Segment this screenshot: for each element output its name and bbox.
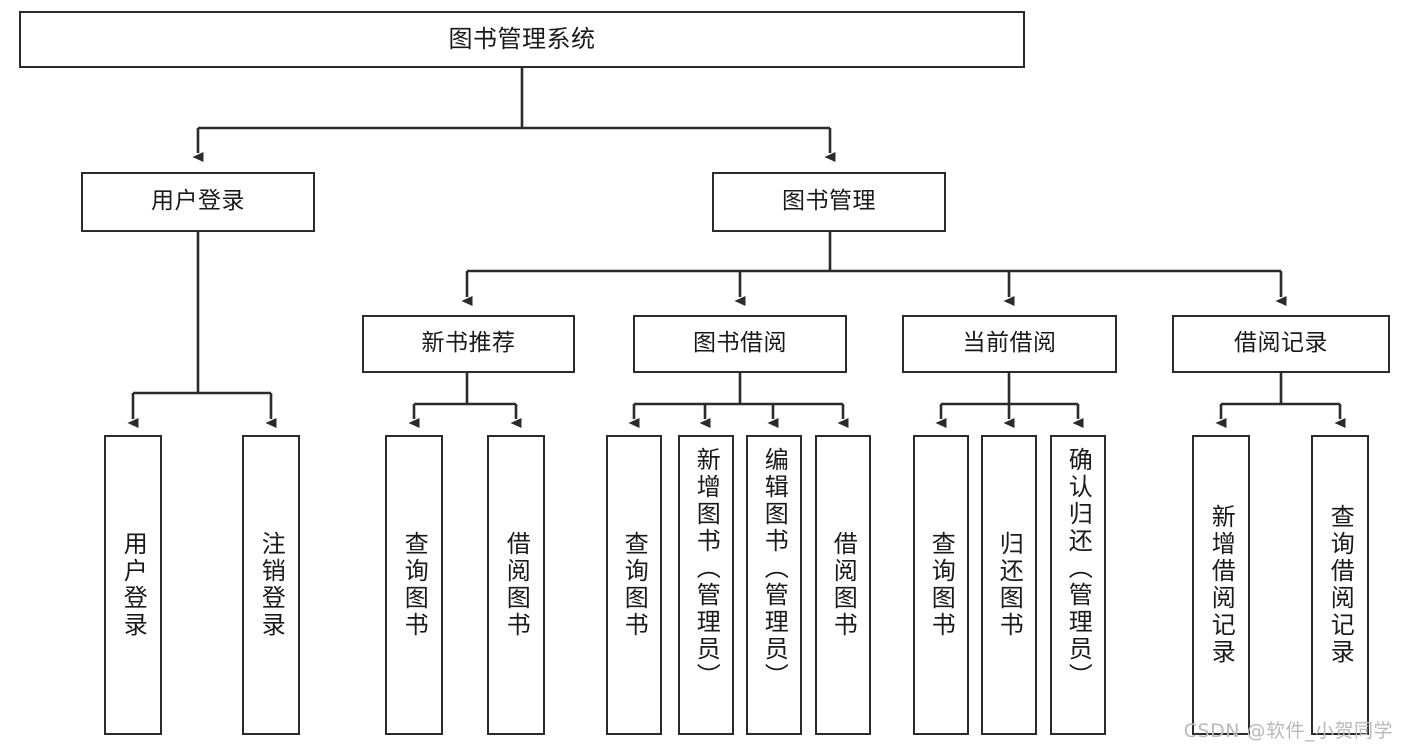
leaf-book-borrow-borrow-book[interactable]: 借阅图书 — [815, 435, 871, 735]
leaf-current-borrow-return-book[interactable]: 归还图书 — [981, 435, 1037, 735]
node-label: 查询借阅记录 — [1326, 504, 1355, 666]
node-label: 图书借阅 — [693, 330, 787, 357]
node-label: 归还图书 — [995, 531, 1024, 639]
node-label: 新增借阅记录 — [1207, 504, 1236, 666]
node-new-book-recommend[interactable]: 新书推荐 — [362, 315, 575, 373]
node-label: 查询图书 — [620, 531, 649, 639]
node-label: 新书推荐 — [421, 330, 516, 357]
node-label: 查询图书 — [927, 531, 956, 639]
leaf-current-borrow-confirm-return-admin[interactable]: 确认归还（管理员） — [1050, 435, 1106, 735]
node-borrow-record[interactable]: 借阅记录 — [1172, 315, 1390, 373]
node-label: 确认归还（管理员） — [1064, 447, 1093, 690]
node-user-login[interactable]: 用户登录 — [81, 172, 315, 232]
node-label: 图书管理 — [782, 188, 876, 215]
leaf-new-book-query-book[interactable]: 查询图书 — [385, 435, 443, 735]
watermark-text: CSDN @软件_小贺同学 — [1183, 720, 1393, 742]
node-book-borrow[interactable]: 图书借阅 — [633, 315, 847, 373]
leaf-new-book-borrow-book[interactable]: 借阅图书 — [487, 435, 545, 735]
leaf-borrow-record-add-record[interactable]: 新增借阅记录 — [1192, 435, 1250, 735]
node-label: 查询图书 — [400, 531, 429, 639]
node-label: 借阅图书 — [502, 531, 531, 639]
node-label: 图书管理系统 — [448, 25, 596, 54]
node-root-book-management-system[interactable]: 图书管理系统 — [19, 11, 1025, 68]
leaf-current-borrow-query-book[interactable]: 查询图书 — [913, 435, 969, 735]
leaf-book-borrow-query-book[interactable]: 查询图书 — [606, 435, 662, 735]
leaf-user-login-logout[interactable]: 注销登录 — [242, 435, 300, 735]
leaf-user-login-login[interactable]: 用户登录 — [104, 435, 162, 735]
node-label: 借阅图书 — [829, 531, 858, 639]
node-label: 借阅记录 — [1234, 330, 1328, 357]
node-label: 注销登录 — [257, 531, 286, 639]
leaf-book-borrow-add-book-admin[interactable]: 新增图书（管理员） — [678, 435, 734, 735]
node-label: 新增图书（管理员） — [692, 447, 721, 690]
leaf-book-borrow-edit-book-admin[interactable]: 编辑图书（管理员） — [746, 435, 802, 735]
node-current-borrow[interactable]: 当前借阅 — [902, 315, 1117, 373]
node-label: 当前借阅 — [962, 330, 1057, 357]
leaf-borrow-record-query-record[interactable]: 查询借阅记录 — [1311, 435, 1369, 735]
node-label: 编辑图书（管理员） — [760, 447, 789, 690]
node-label: 用户登录 — [119, 531, 148, 639]
node-book-management[interactable]: 图书管理 — [712, 172, 946, 232]
node-label: 用户登录 — [151, 188, 245, 215]
